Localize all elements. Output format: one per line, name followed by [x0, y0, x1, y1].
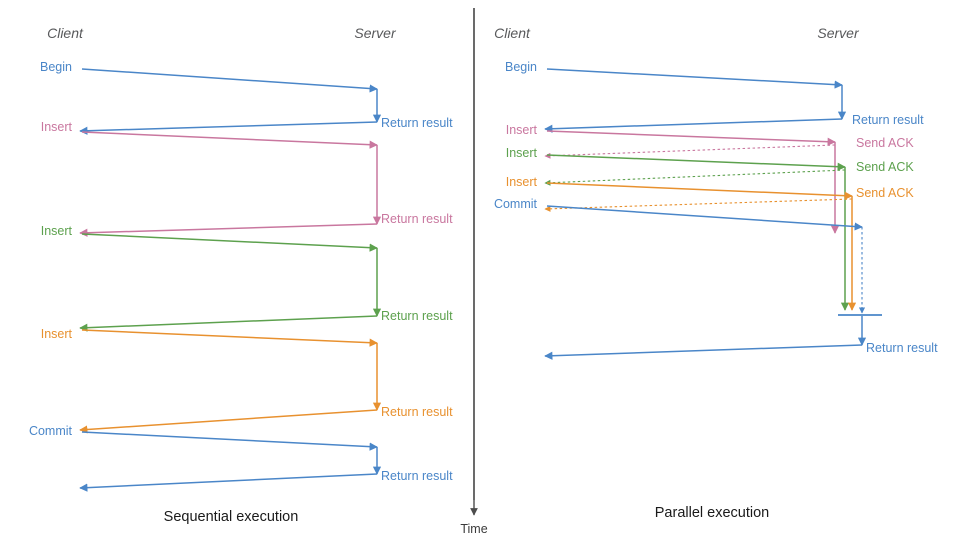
message-label: Return result: [381, 469, 453, 483]
message-arrow-to-client: [79, 121, 378, 135]
message-label: Return result: [381, 309, 453, 323]
message-arrow-to-client: [544, 144, 836, 159]
message-arrow-to-client: [79, 315, 378, 332]
message-label: Send ACK: [856, 136, 914, 150]
message-arrow-to-client: [79, 223, 378, 237]
message-arrow-to-server: [546, 205, 863, 231]
message-arrow-to-server: [546, 130, 836, 146]
message-label: Insert: [506, 123, 538, 137]
message-arrow-to-client: [544, 169, 846, 186]
message-label: Insert: [506, 175, 538, 189]
message-label: Insert: [41, 120, 73, 134]
message-arrow-to-client: [544, 344, 863, 360]
message-arrow-to-server: [546, 182, 853, 200]
message-label: Commit: [494, 197, 538, 211]
message-label: Begin: [505, 60, 537, 74]
time-axis-group: Time: [460, 8, 488, 536]
message-arrow-to-client: [79, 409, 378, 434]
message-label: Return result: [381, 405, 453, 419]
message-arrow-to-server: [546, 68, 843, 89]
message-arrow-to-client: [544, 198, 853, 212]
message-label: Insert: [41, 224, 73, 238]
lane-title-client: Client: [47, 25, 84, 41]
panel-caption-parallel: Parallel execution: [655, 505, 769, 521]
message-label: Send ACK: [856, 160, 914, 174]
lane-title-server: Server: [817, 25, 860, 41]
message-arrow-to-client: [79, 473, 378, 492]
lane-title-client: Client: [494, 25, 531, 41]
message-arrow-to-server: [81, 68, 378, 93]
message-arrow-to-server: [81, 131, 378, 149]
message-arrow-to-server: [546, 154, 846, 171]
message-label: Return result: [381, 116, 453, 130]
message-arrow-to-server: [81, 329, 378, 347]
message-label: Return result: [381, 212, 453, 226]
message-arrow-to-client: [544, 118, 843, 133]
message-label: Insert: [506, 146, 538, 160]
message-label: Commit: [29, 424, 73, 438]
message-arrow-to-server: [81, 431, 378, 451]
message-label: Insert: [41, 327, 73, 341]
lane-title-server: Server: [354, 25, 397, 41]
time-axis-label: Time: [460, 522, 487, 536]
panel-caption-sequential: Sequential execution: [164, 509, 299, 525]
message-label: Return result: [866, 341, 938, 355]
message-label: Begin: [40, 60, 72, 74]
message-label: Return result: [852, 113, 924, 127]
message-arrow-to-server: [81, 233, 378, 252]
message-label: Send ACK: [856, 186, 914, 200]
